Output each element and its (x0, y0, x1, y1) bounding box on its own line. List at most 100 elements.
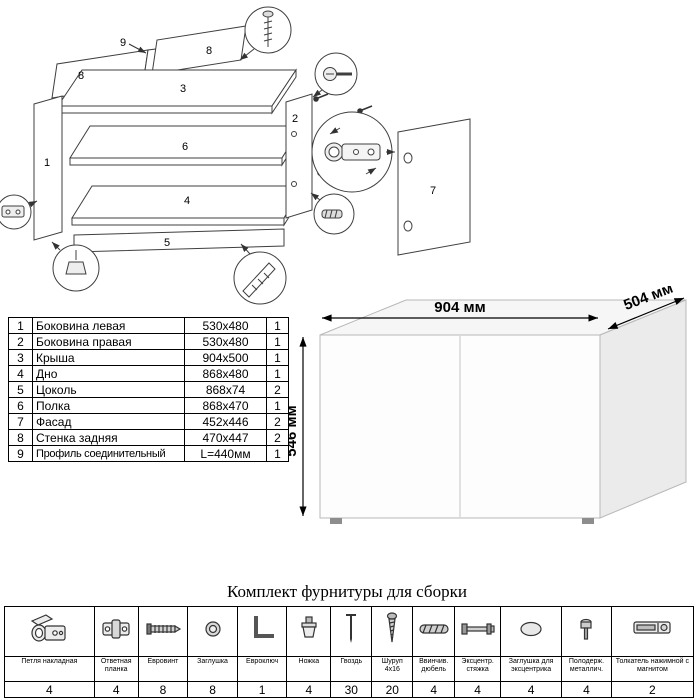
cam-cover-icon (520, 621, 542, 637)
part-name: Боковина правая (32, 333, 185, 350)
hardware-label: Ответная планка (93, 656, 139, 682)
hex-key-icon (254, 616, 275, 638)
part-size: 530x480 (184, 333, 267, 350)
plinth-panel (73, 228, 285, 253)
hardware-kit-table: Петля накладная Ответная планка Евровинт… (4, 606, 694, 698)
foot-icon (301, 616, 317, 638)
back-panel-right (151, 25, 247, 75)
callout-confirmat-detail (239, 6, 292, 61)
parts-table: 1 Боковина левая 530x480 1 2 Боковина пр… (8, 317, 289, 462)
hardware-qty: 4 (93, 681, 139, 698)
shelf-panel (69, 124, 303, 167)
part-number: 7 (8, 413, 33, 430)
part-qty: 1 (266, 333, 289, 350)
hardware-icon-cell (4, 606, 95, 657)
hinge-icon (31, 614, 66, 642)
hardware-label: Петля накладная (4, 656, 95, 682)
door-panel (397, 118, 471, 256)
part-name: Боковина левая (32, 317, 185, 334)
table-row: 1 Боковина левая 530x480 1 (8, 317, 289, 334)
left-side-panel (33, 95, 63, 241)
part-label-8a: 8 (78, 70, 84, 82)
hardware-label: Шуруп 4x16 (371, 656, 414, 682)
callout-cam-detail (312, 52, 358, 98)
right-side-panel (285, 93, 313, 219)
part-size: 904x500 (184, 349, 267, 366)
hardware-icon-cell (561, 606, 612, 657)
hardware-qty: 4 (4, 681, 95, 698)
table-row: 4 Дно 868x480 1 (8, 365, 289, 382)
hardware-icons-row (4, 606, 694, 657)
part-name: Фасад (32, 413, 185, 430)
hardware-icon-cell (500, 606, 563, 657)
part-label-4: 4 (184, 195, 190, 207)
nail-icon (346, 614, 357, 643)
part-qty: 2 (266, 381, 289, 398)
part-qty: 1 (266, 317, 289, 334)
exploded-view-diagram: 9 8 8 3 1 2 6 4 5 7 (0, 6, 471, 305)
part-qty: 1 (266, 365, 289, 382)
hardware-kit-title: Комплект фурнитуры для сборки (227, 582, 467, 601)
part-qty: 1 (266, 397, 289, 414)
part-name: Полка (32, 397, 185, 414)
part-size: 868x74 (184, 381, 267, 398)
table-row: 7 Фасад 452x446 2 (8, 413, 289, 430)
table-row: 8 Стенка задняя 470x447 2 (8, 429, 289, 446)
hardware-label: Эксцентр. стяжка (454, 656, 502, 682)
table-row: 9 Профиль соединительный L=440мм 1 (8, 445, 289, 462)
hardware-icon-cell (610, 606, 694, 657)
hardware-qty: 4 (412, 681, 456, 698)
part-number: 4 (8, 365, 33, 382)
cabinet-foot (582, 518, 594, 524)
hardware-icon-cell (330, 606, 373, 657)
hardware-icon-cell (236, 606, 288, 657)
hardware-label: Толкатель нажимной с магнитом (610, 656, 694, 682)
euro-screw-icon (146, 623, 182, 635)
part-number: 5 (8, 381, 33, 398)
part-size: 452x446 (184, 413, 267, 430)
table-row: 5 Цоколь 868x74 2 (8, 381, 289, 398)
part-name: Профиль соединительный (32, 445, 185, 462)
part-label-9: 9 (120, 37, 126, 49)
top-panel (57, 68, 297, 115)
hardware-icon-cell (93, 606, 139, 657)
cam-lock-icon (461, 623, 495, 635)
hardware-label: Заглушка для эксцентрика (500, 656, 563, 682)
part-name: Цоколь (32, 381, 185, 398)
cabinet-side-face (599, 299, 687, 519)
hardware-qty: 20 (371, 681, 414, 698)
callout-plate-detail (0, 194, 38, 230)
table-row: 2 Боковина правая 530x480 1 (8, 333, 289, 350)
hardware-icon-cell (187, 606, 238, 657)
hardware-label: Гвоздь (330, 656, 373, 682)
hardware-qty-row: 4 4 8 8 1 4 30 20 4 4 4 4 2 (4, 681, 694, 698)
part-number: 6 (8, 397, 33, 414)
table-row: 3 Крыша 904x500 1 (8, 349, 289, 366)
shelf-support-icon (580, 618, 593, 640)
hardware-qty: 4 (500, 681, 563, 698)
hardware-qty: 4 (561, 681, 612, 698)
hardware-label: Ножка (286, 656, 332, 682)
screw-icon (387, 612, 398, 643)
hardware-qty: 8 (137, 681, 189, 698)
part-name: Крыша (32, 349, 185, 366)
hardware-label: Заглушка (187, 656, 238, 682)
part-size: 470x447 (184, 429, 267, 446)
part-qty: 1 (266, 349, 289, 366)
plug-cap-icon (204, 621, 221, 637)
callout-profile-detail (233, 243, 287, 305)
part-name: Дно (32, 365, 185, 382)
hardware-qty: 4 (454, 681, 502, 698)
callout-foot-detail (51, 241, 100, 292)
part-size: 530x480 (184, 317, 267, 334)
dimension-drawing: 904 мм 504 мм 546 мм (288, 286, 687, 524)
dowel-icon (419, 624, 449, 634)
part-label-5: 5 (164, 237, 170, 249)
part-qty: 1 (266, 445, 289, 462)
hardware-label: Евроключ (236, 656, 288, 682)
hardware-qty: 4 (286, 681, 332, 698)
hardware-label: Полодерж. металлич. (561, 656, 612, 682)
part-size: 868x480 (184, 365, 267, 382)
width-dimension: 904 мм (434, 299, 485, 316)
